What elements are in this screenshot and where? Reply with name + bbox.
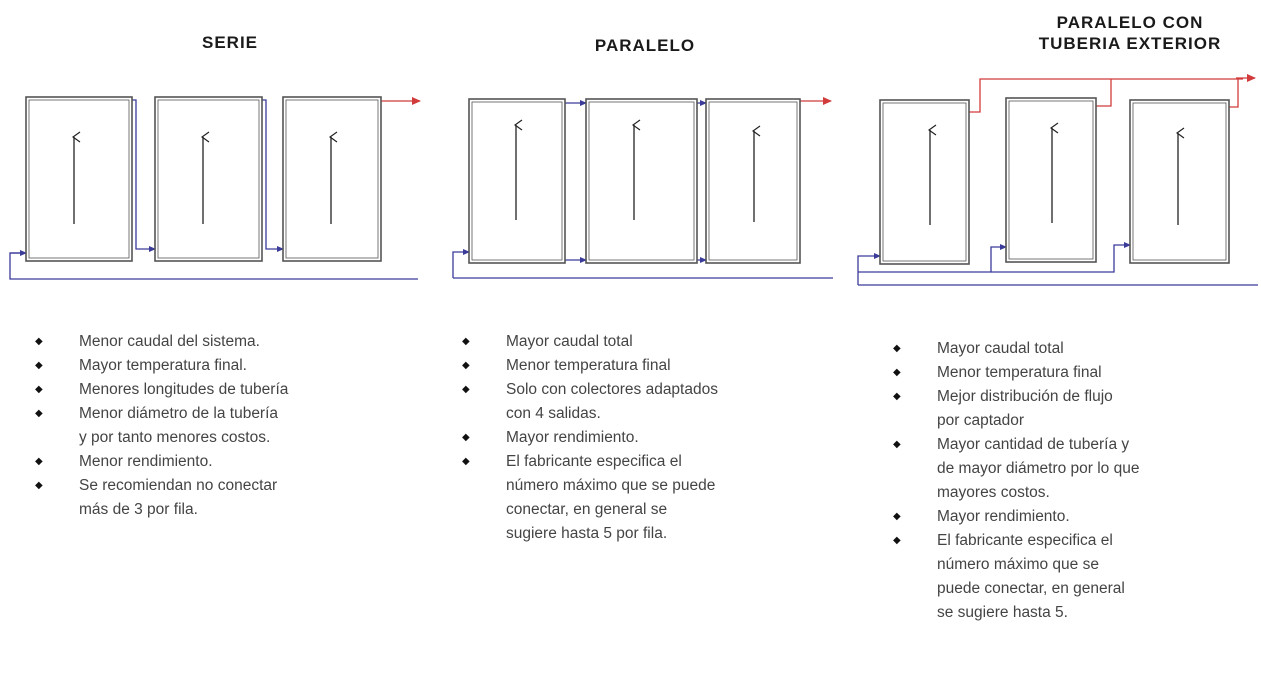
bullet-item: Mayor caudal total — [462, 330, 862, 354]
bullet-list-paralelo: Mayor caudal total Menor temperatura fin… — [462, 330, 862, 546]
bullet-item: Menor temperatura final — [893, 361, 1259, 385]
collector-panel — [1129, 99, 1230, 264]
bullet-item: El fabricante especifica el número máxim… — [462, 450, 862, 546]
bullet-item: Mayor temperatura final. — [35, 354, 415, 378]
title-serie: SERIE — [201, 33, 259, 52]
collector-panel — [25, 96, 133, 262]
bullet-item: Mayor caudal total — [893, 337, 1259, 361]
paralelo-collectors — [468, 98, 801, 264]
bullet-item: Se recomiendan no conectar más de 3 por … — [35, 474, 415, 522]
collector-panel — [282, 96, 382, 262]
title-paralelo: PARALELO — [594, 36, 696, 55]
collector-panel — [705, 98, 801, 264]
exterior-blue-pipes — [857, 242, 1258, 286]
bullet-list-paralelo-exterior: Mayor caudal total Menor temperatura fin… — [893, 337, 1259, 625]
bullet-item: Menores longitudes de tubería — [35, 378, 415, 402]
serie-flow-arrows — [74, 137, 331, 224]
exterior-flow-arrows — [930, 128, 1178, 225]
bullet-item: Menor caudal del sistema. — [35, 330, 415, 354]
diagram-paralelo — [452, 97, 833, 279]
diagram-serie — [9, 96, 421, 280]
paralelo-blue-pipes — [452, 100, 833, 279]
exterior-collectors — [879, 97, 1230, 265]
collector-panel — [1005, 97, 1097, 263]
bullet-item: Menor diámetro de la tubería y por tanto… — [35, 402, 415, 450]
paralelo-flow-arrows — [516, 125, 754, 222]
collector-panel — [154, 96, 263, 262]
bullet-item: Solo con colectores adaptados con 4 sali… — [462, 378, 862, 426]
collector-panel — [585, 98, 698, 264]
bullet-item: Mayor rendimiento. — [893, 505, 1259, 529]
title-paralelo-tuberia-exterior: PARALELO CON TUBERIA EXTERIOR — [1038, 13, 1222, 53]
bullet-item: Menor temperatura final — [462, 354, 862, 378]
collector-panel — [879, 99, 970, 265]
bullet-item: Mayor cantidad de tubería y de mayor diá… — [893, 433, 1259, 505]
bullet-item: El fabricante especifica el número máxim… — [893, 529, 1259, 625]
bullet-item: Mejor distribución de flujo por captador — [893, 385, 1259, 433]
collector-connection-diagrams — [9, 74, 1258, 286]
serie-blue-pipes — [9, 99, 418, 280]
serie-collectors — [25, 96, 382, 262]
bullet-item: Menor rendimiento. — [35, 450, 415, 474]
bullet-list-serie: Menor caudal del sistema. Mayor temperat… — [35, 330, 415, 522]
collector-panel — [468, 98, 566, 264]
diagram-paralelo-exterior — [857, 74, 1258, 286]
exterior-red-pipes — [969, 74, 1256, 113]
bullet-item: Mayor rendimiento. — [462, 426, 862, 450]
